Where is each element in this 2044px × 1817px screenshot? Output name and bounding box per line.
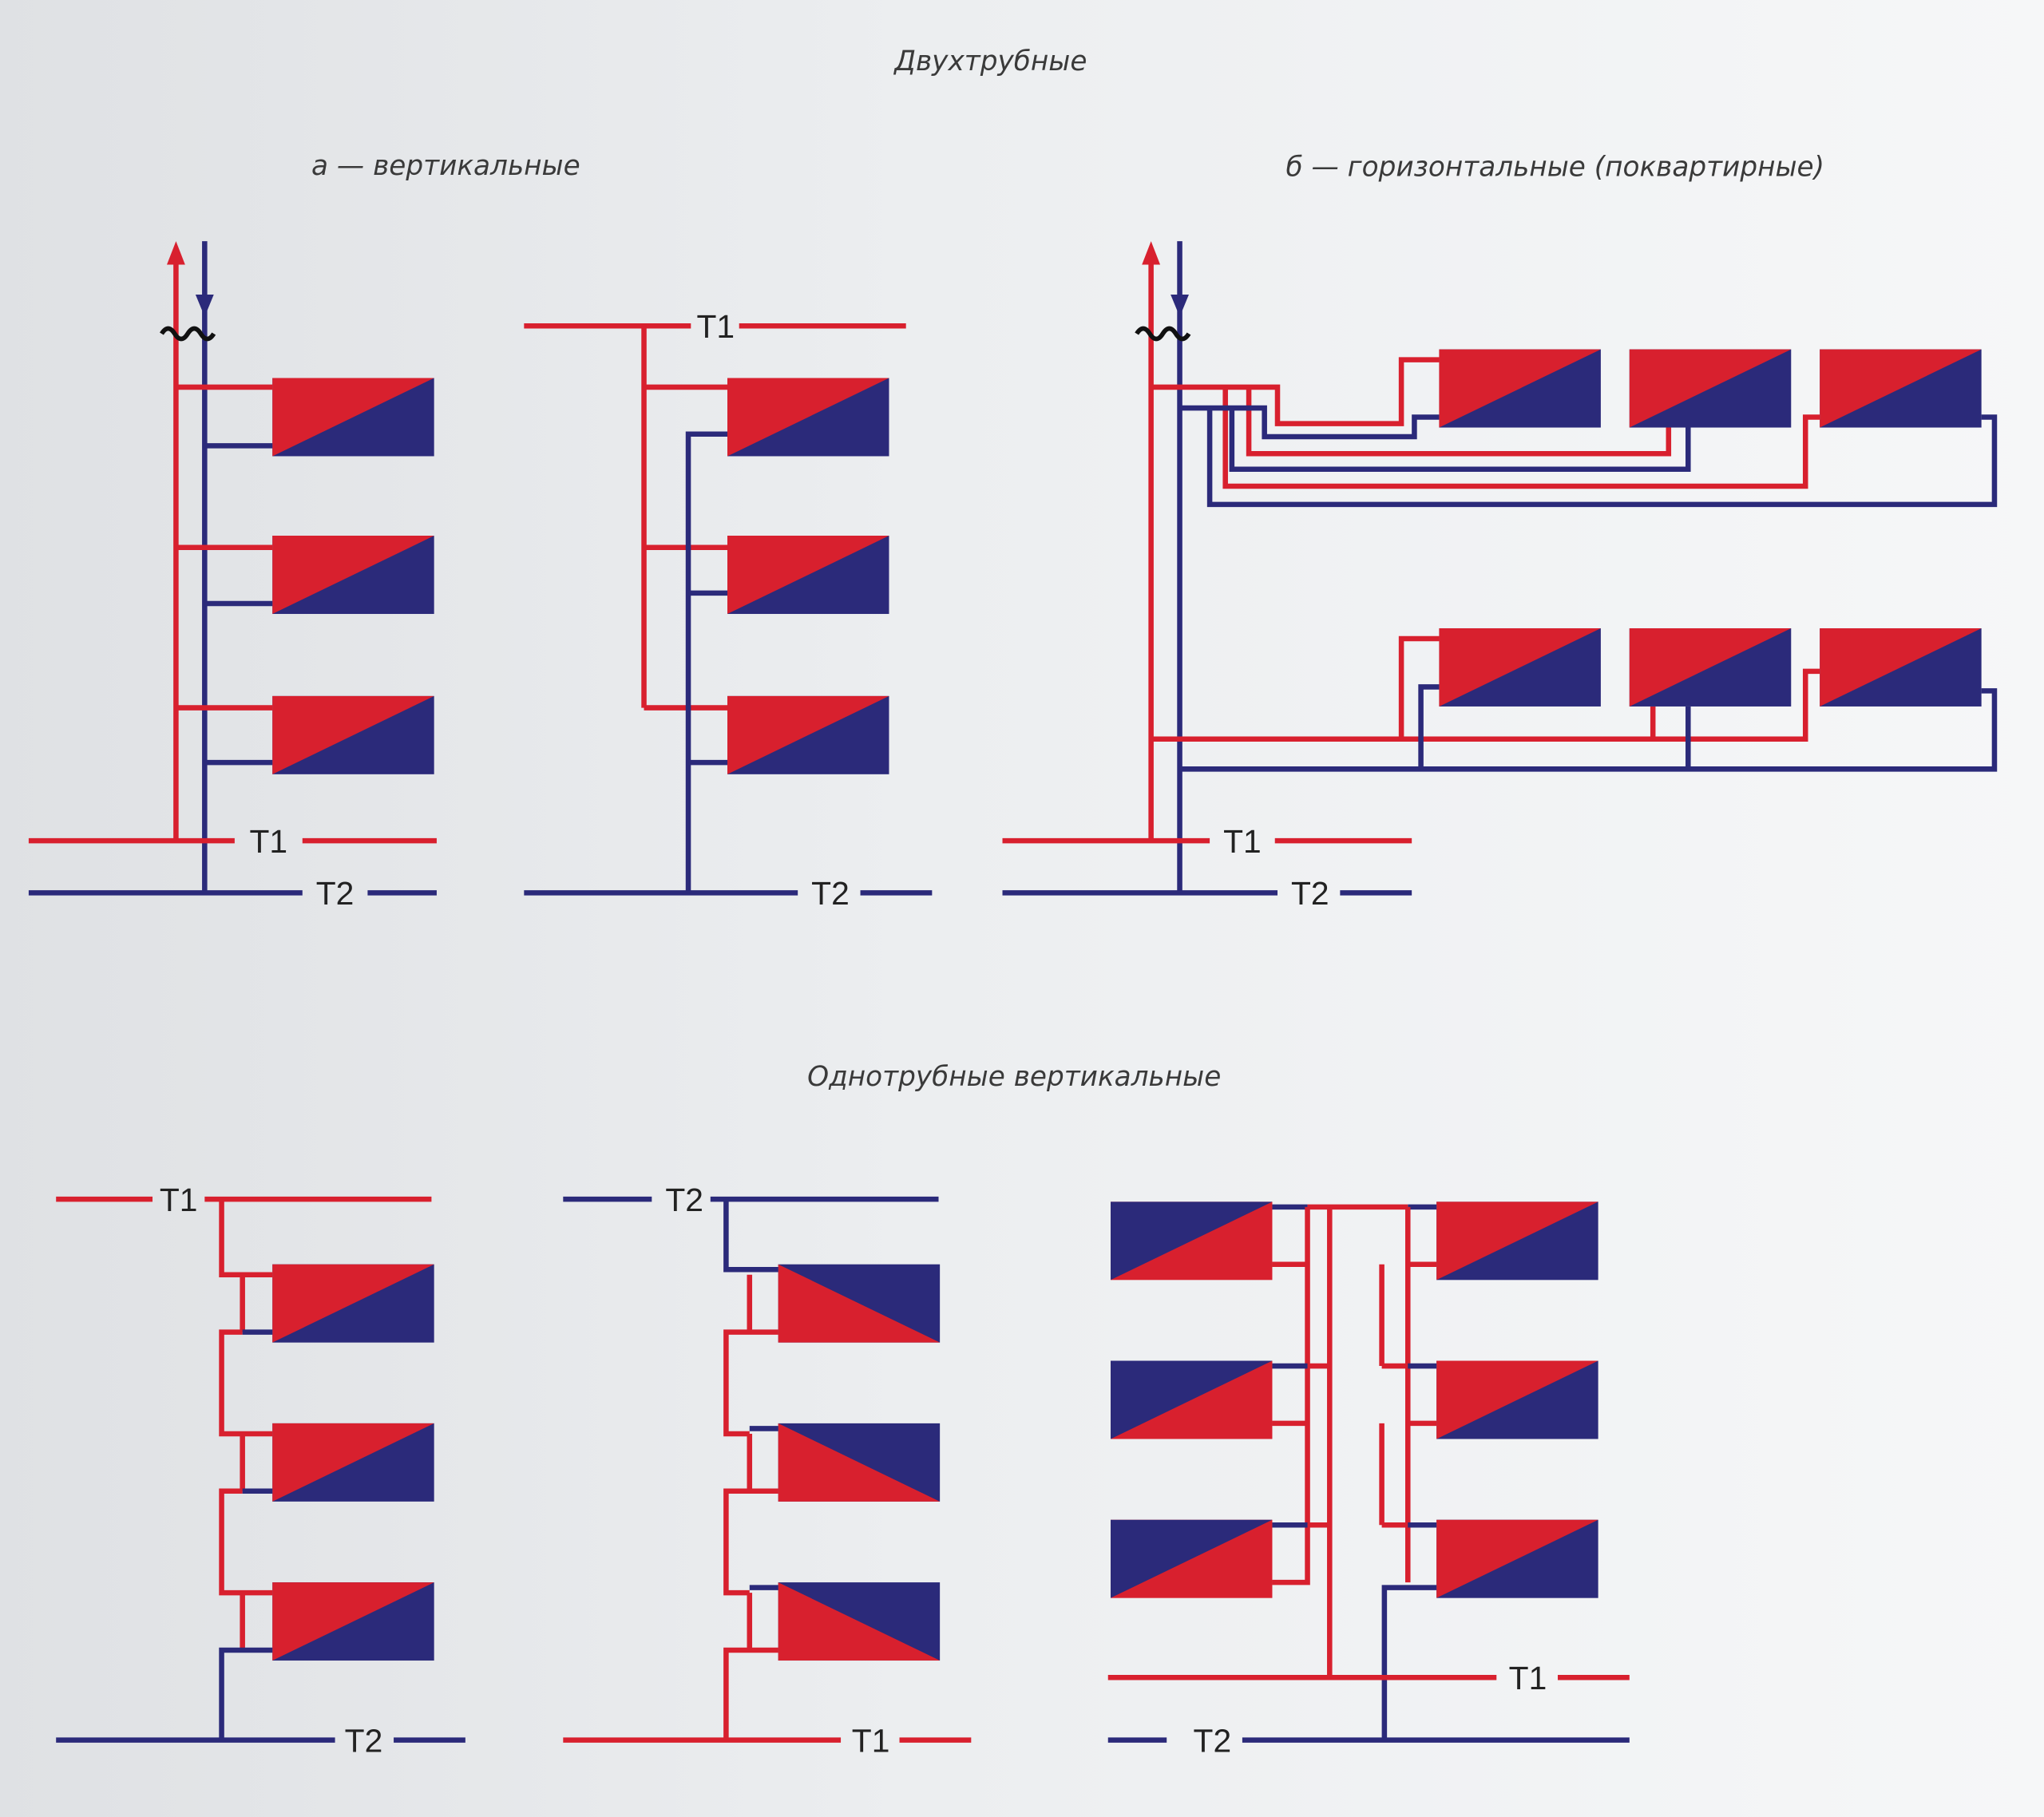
radiator-diagonal <box>1111 1519 1273 1598</box>
radiator-diagonal <box>1439 349 1601 428</box>
radiator-diagonal <box>272 1423 434 1502</box>
radiator-diagonal <box>1820 349 1982 428</box>
radiator <box>1111 1519 1273 1598</box>
radiator <box>727 536 889 615</box>
radiator <box>1436 1201 1598 1281</box>
arrow-down-icon <box>1171 295 1189 317</box>
radiator <box>272 1423 434 1502</box>
radiator <box>778 1264 941 1343</box>
diagram-a1: T1 T2 <box>28 241 437 912</box>
label-t1: T1 <box>250 823 288 860</box>
radiators <box>272 349 1982 1661</box>
label-t1: T1 <box>697 308 735 345</box>
label-t2: T2 <box>665 1182 703 1218</box>
title-vertical-a: а — вертикальные <box>311 150 580 182</box>
arrow-up-icon <box>166 241 185 265</box>
radiator-diagonal <box>727 695 889 774</box>
label-t1: T1 <box>160 1182 198 1218</box>
radiator <box>272 378 434 457</box>
radiator-diagonal <box>778 1423 941 1502</box>
radiator <box>1436 1519 1598 1598</box>
radiator <box>1629 627 1792 707</box>
radiator-diagonal <box>1820 627 1982 707</box>
radiator-diagonal <box>272 1582 434 1661</box>
arrow-up-icon <box>1142 241 1161 265</box>
radiator <box>727 695 889 774</box>
flexible-joint-icon <box>160 326 216 342</box>
radiator <box>778 1423 941 1502</box>
label-t1: T1 <box>1223 823 1262 860</box>
radiator-diagonal <box>272 378 434 457</box>
radiator <box>1629 349 1792 428</box>
label-t2: T2 <box>316 875 355 912</box>
label-t1: T1 <box>852 1722 890 1759</box>
radiator <box>1111 1201 1273 1281</box>
radiator-diagonal <box>1111 1360 1273 1439</box>
radiator <box>1439 349 1601 428</box>
radiator-diagonal <box>1629 349 1792 428</box>
radiator <box>272 1582 434 1661</box>
diagram-one-pipe-2: T2 T1 <box>563 1182 972 1759</box>
radiator <box>1111 1360 1273 1439</box>
diagram-a2: T1 T2 <box>524 308 933 912</box>
radiator <box>272 536 434 615</box>
radiator <box>1820 627 1982 707</box>
radiator-diagonal <box>1436 1360 1598 1439</box>
label-t1: T1 <box>1509 1660 1547 1696</box>
radiator-diagonal <box>727 536 889 615</box>
title-two-pipe: Двухтрубные <box>893 46 1087 77</box>
flexible-joint-icon <box>1135 326 1191 342</box>
radiator-diagonal <box>727 378 889 457</box>
title-horizontal-b: б — горизонтальные (поквартирные) <box>1285 151 1824 183</box>
label-t2: T2 <box>345 1722 383 1759</box>
radiator <box>727 378 889 457</box>
radiator <box>778 1582 941 1661</box>
diagram-one-pipe-1: T1 T2 <box>56 1182 465 1759</box>
label-t2: T2 <box>1291 875 1329 912</box>
radiator <box>272 695 434 774</box>
radiator <box>1820 349 1982 428</box>
radiator <box>1436 1360 1598 1439</box>
radiator-diagonal <box>272 695 434 774</box>
label-t2: T2 <box>1194 1722 1232 1759</box>
radiator-diagonal <box>778 1582 941 1661</box>
diagram-one-pipe-3: T1 T2 <box>1107 1204 1630 1759</box>
radiator-diagonal <box>1436 1519 1598 1598</box>
radiator-diagonal <box>272 1264 434 1343</box>
radiator <box>272 1264 434 1343</box>
arrow-down-icon <box>195 295 214 317</box>
radiator-diagonal <box>272 536 434 615</box>
diagram-b: T1 T2 <box>1002 241 1998 912</box>
radiator <box>1439 627 1601 707</box>
label-t2: T2 <box>811 875 850 912</box>
title-one-pipe: Однотрубные вертикальные <box>807 1061 1221 1093</box>
